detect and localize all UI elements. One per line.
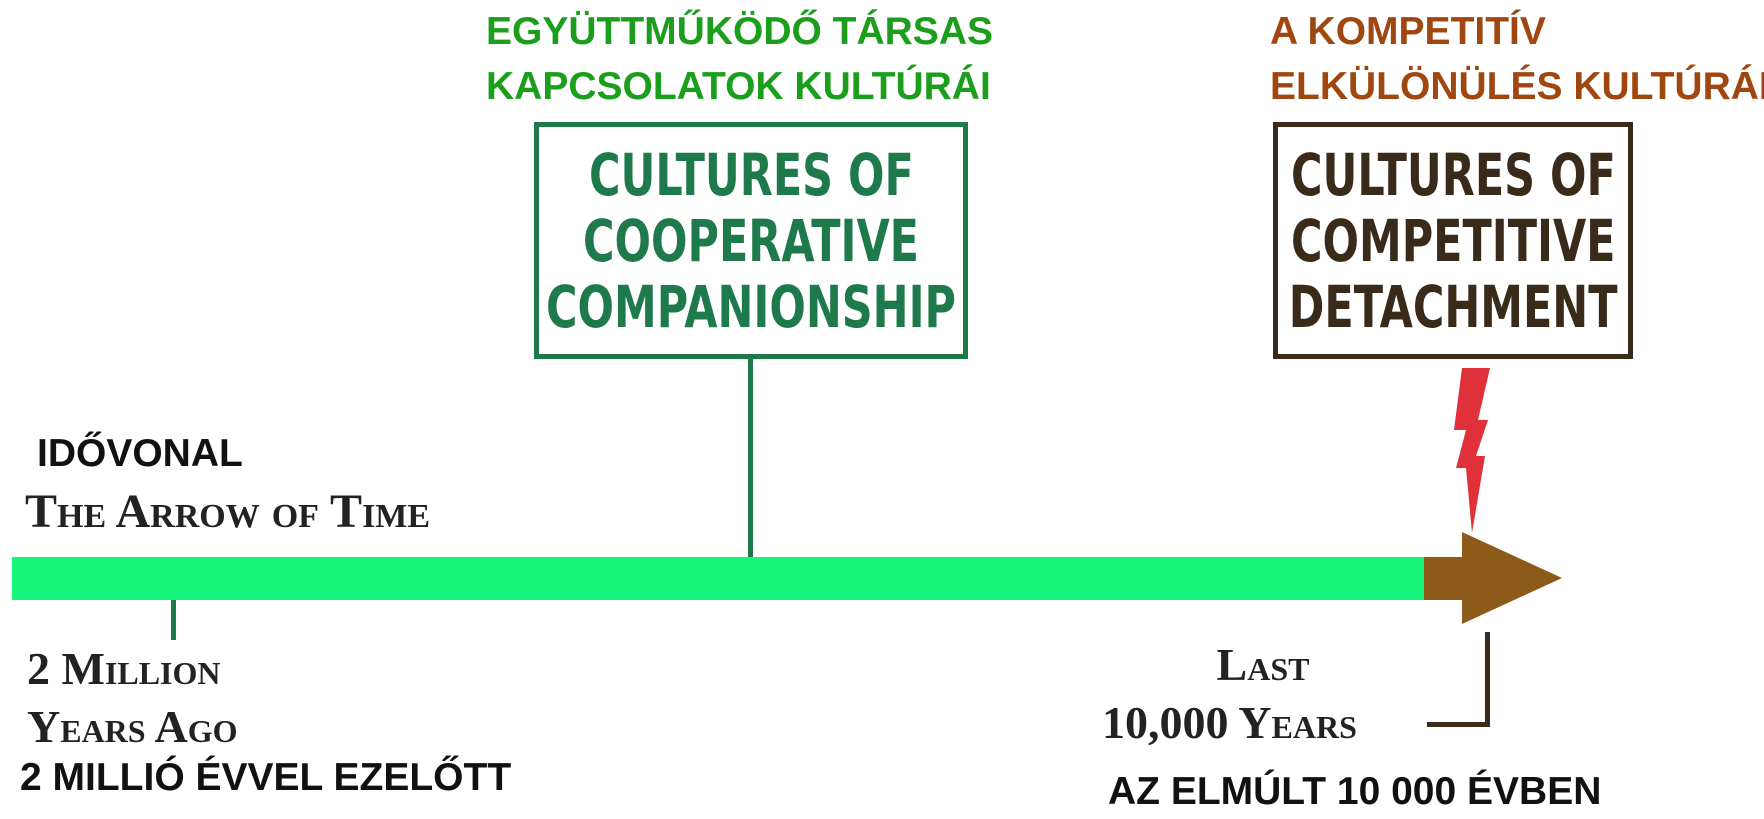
cooperative-box-line-2: COOPERATIVE xyxy=(583,206,919,275)
start-tick xyxy=(171,600,176,640)
start-label-line-1: 2 Million xyxy=(27,643,221,694)
timeline-arrow-head xyxy=(1462,532,1562,624)
start-label-line-2: Years Ago xyxy=(27,701,238,752)
end-label-line-1: Last xyxy=(1216,639,1310,690)
cooperative-caption-hu-line-1: EGYÜTTMŰKÖDŐ TÁRSAS xyxy=(486,10,993,53)
cooperative-connector xyxy=(748,359,753,557)
cooperative-box-line-1: CULTURES OF xyxy=(588,140,914,209)
competitive-box: CULTURES OF COMPETITIVE DETACHMENT xyxy=(1273,122,1633,359)
end-bracket-horizontal xyxy=(1427,722,1490,727)
timeline-arrow-shaft xyxy=(1424,557,1464,600)
competitive-box-line-2: COMPETITIVE xyxy=(1290,206,1616,275)
lightning-bolt-icon xyxy=(1454,368,1490,533)
end-label-line-2: 10,000 Years xyxy=(1102,697,1357,748)
cooperative-box-line-3: COMPANIONSHIP xyxy=(546,272,956,341)
start-label: 2 Million Years Ago xyxy=(27,640,238,756)
start-caption-hu: 2 MILLIÓ ÉVVEL EZELŐTT xyxy=(20,756,512,799)
timeline-bar xyxy=(12,557,1424,600)
competitive-caption-hu-line-2: ELKÜLÖNÜLÉS KULTÚRÁI xyxy=(1270,65,1764,108)
cooperative-caption-hu-line-2: KAPCSOLATOK KULTÚRÁI xyxy=(486,65,991,108)
end-bracket-vertical xyxy=(1485,632,1490,726)
competitive-caption-hu-line-1: A KOMPETITÍV xyxy=(1270,10,1546,53)
end-caption-hu: AZ ELMÚLT 10 000 ÉVBEN xyxy=(1108,770,1602,813)
competitive-caption-hu: A KOMPETITÍV ELKÜLÖNÜLÉS KULTÚRÁI xyxy=(1270,4,1764,114)
timeline-title: The Arrow of Time xyxy=(25,485,431,538)
cooperative-caption-hu: EGYÜTTMŰKÖDŐ TÁRSAS KAPCSOLATOK KULTÚRÁI xyxy=(486,4,993,114)
end-label: Last 10,000 Years xyxy=(1100,636,1426,752)
cooperative-box: CULTURES OF COOPERATIVE COMPANIONSHIP xyxy=(534,122,968,359)
timeline-caption-hu: IDŐVONAL xyxy=(37,432,243,475)
competitive-box-line-3: DETACHMENT xyxy=(1288,272,1618,341)
competitive-box-line-1: CULTURES OF xyxy=(1290,140,1616,209)
